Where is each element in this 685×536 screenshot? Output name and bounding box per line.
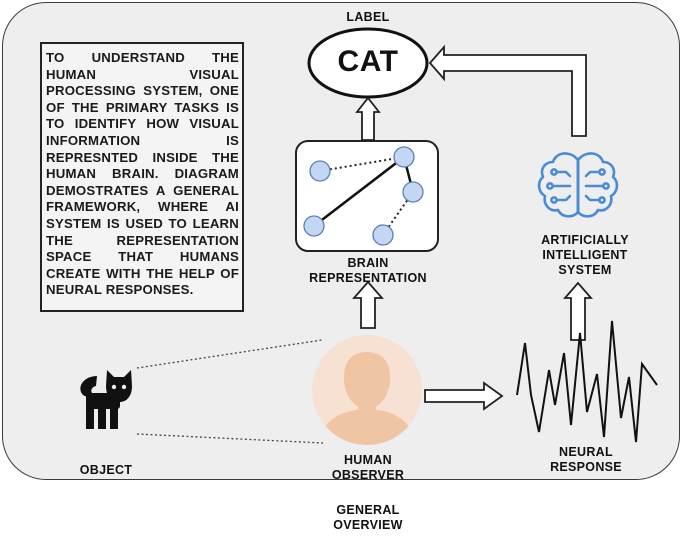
label-cat-text: CAT bbox=[337, 45, 399, 78]
cat-icon bbox=[80, 370, 132, 429]
label-heading: LABEL bbox=[346, 10, 390, 24]
graph-node bbox=[309, 160, 331, 182]
object-label: OBJECT bbox=[79, 463, 133, 477]
graph-node bbox=[372, 224, 394, 246]
ai-system-label: ARTIFICIALLY INTELLIGENT SYSTEM bbox=[526, 233, 644, 278]
sight-line-top bbox=[136, 339, 323, 369]
brain-representation-label-line1: BRAIN bbox=[347, 256, 389, 270]
human-observer-label-line2: OBSERVER bbox=[331, 468, 405, 482]
neural-response-label-line1: NEURAL bbox=[559, 445, 613, 459]
sight-line-bottom bbox=[136, 433, 324, 444]
brain-representation-label: BRAIN REPRESENTATION bbox=[296, 256, 440, 286]
description-text: TO UNDERSTAND THE HUMAN VISUAL PROCESSIN… bbox=[46, 50, 239, 298]
arrow-brain-to-label bbox=[355, 96, 381, 141]
arrow-observer-to-response bbox=[424, 381, 504, 411]
ai-system-label-line3: SYSTEM bbox=[558, 263, 612, 277]
graph-node bbox=[393, 146, 415, 168]
ai-system-label-line1: ARTIFICIALLY bbox=[541, 233, 629, 247]
description-textbox: TO UNDERSTAND THE HUMAN VISUAL PROCESSIN… bbox=[40, 42, 244, 312]
brain-circuit-icon bbox=[537, 152, 619, 218]
arrow-response-to-ai bbox=[563, 281, 593, 341]
figure-caption: GENERAL OVERVIEW bbox=[318, 503, 418, 533]
waveform-icon bbox=[516, 320, 658, 443]
ai-system-label-line2: INTELLIGENT bbox=[542, 248, 628, 262]
arrow-ai-to-label bbox=[428, 44, 587, 137]
figure-caption-line2: OVERVIEW bbox=[333, 518, 403, 532]
graph-node bbox=[402, 181, 424, 203]
neural-response-label-line2: RESPONSE bbox=[550, 460, 622, 474]
person-avatar-icon bbox=[312, 335, 422, 445]
neural-response-label: NEURAL RESPONSE bbox=[540, 445, 632, 475]
human-observer-label: HUMAN OBSERVER bbox=[318, 453, 418, 483]
graph-node bbox=[303, 215, 325, 237]
brain-representation-label-line2: REPRESENTATION bbox=[309, 271, 427, 285]
arrow-observer-to-brain bbox=[352, 280, 384, 329]
figure-caption-line1: GENERAL bbox=[336, 503, 400, 517]
brain-network-graph bbox=[303, 146, 424, 246]
human-observer-label-line1: HUMAN bbox=[343, 453, 393, 467]
